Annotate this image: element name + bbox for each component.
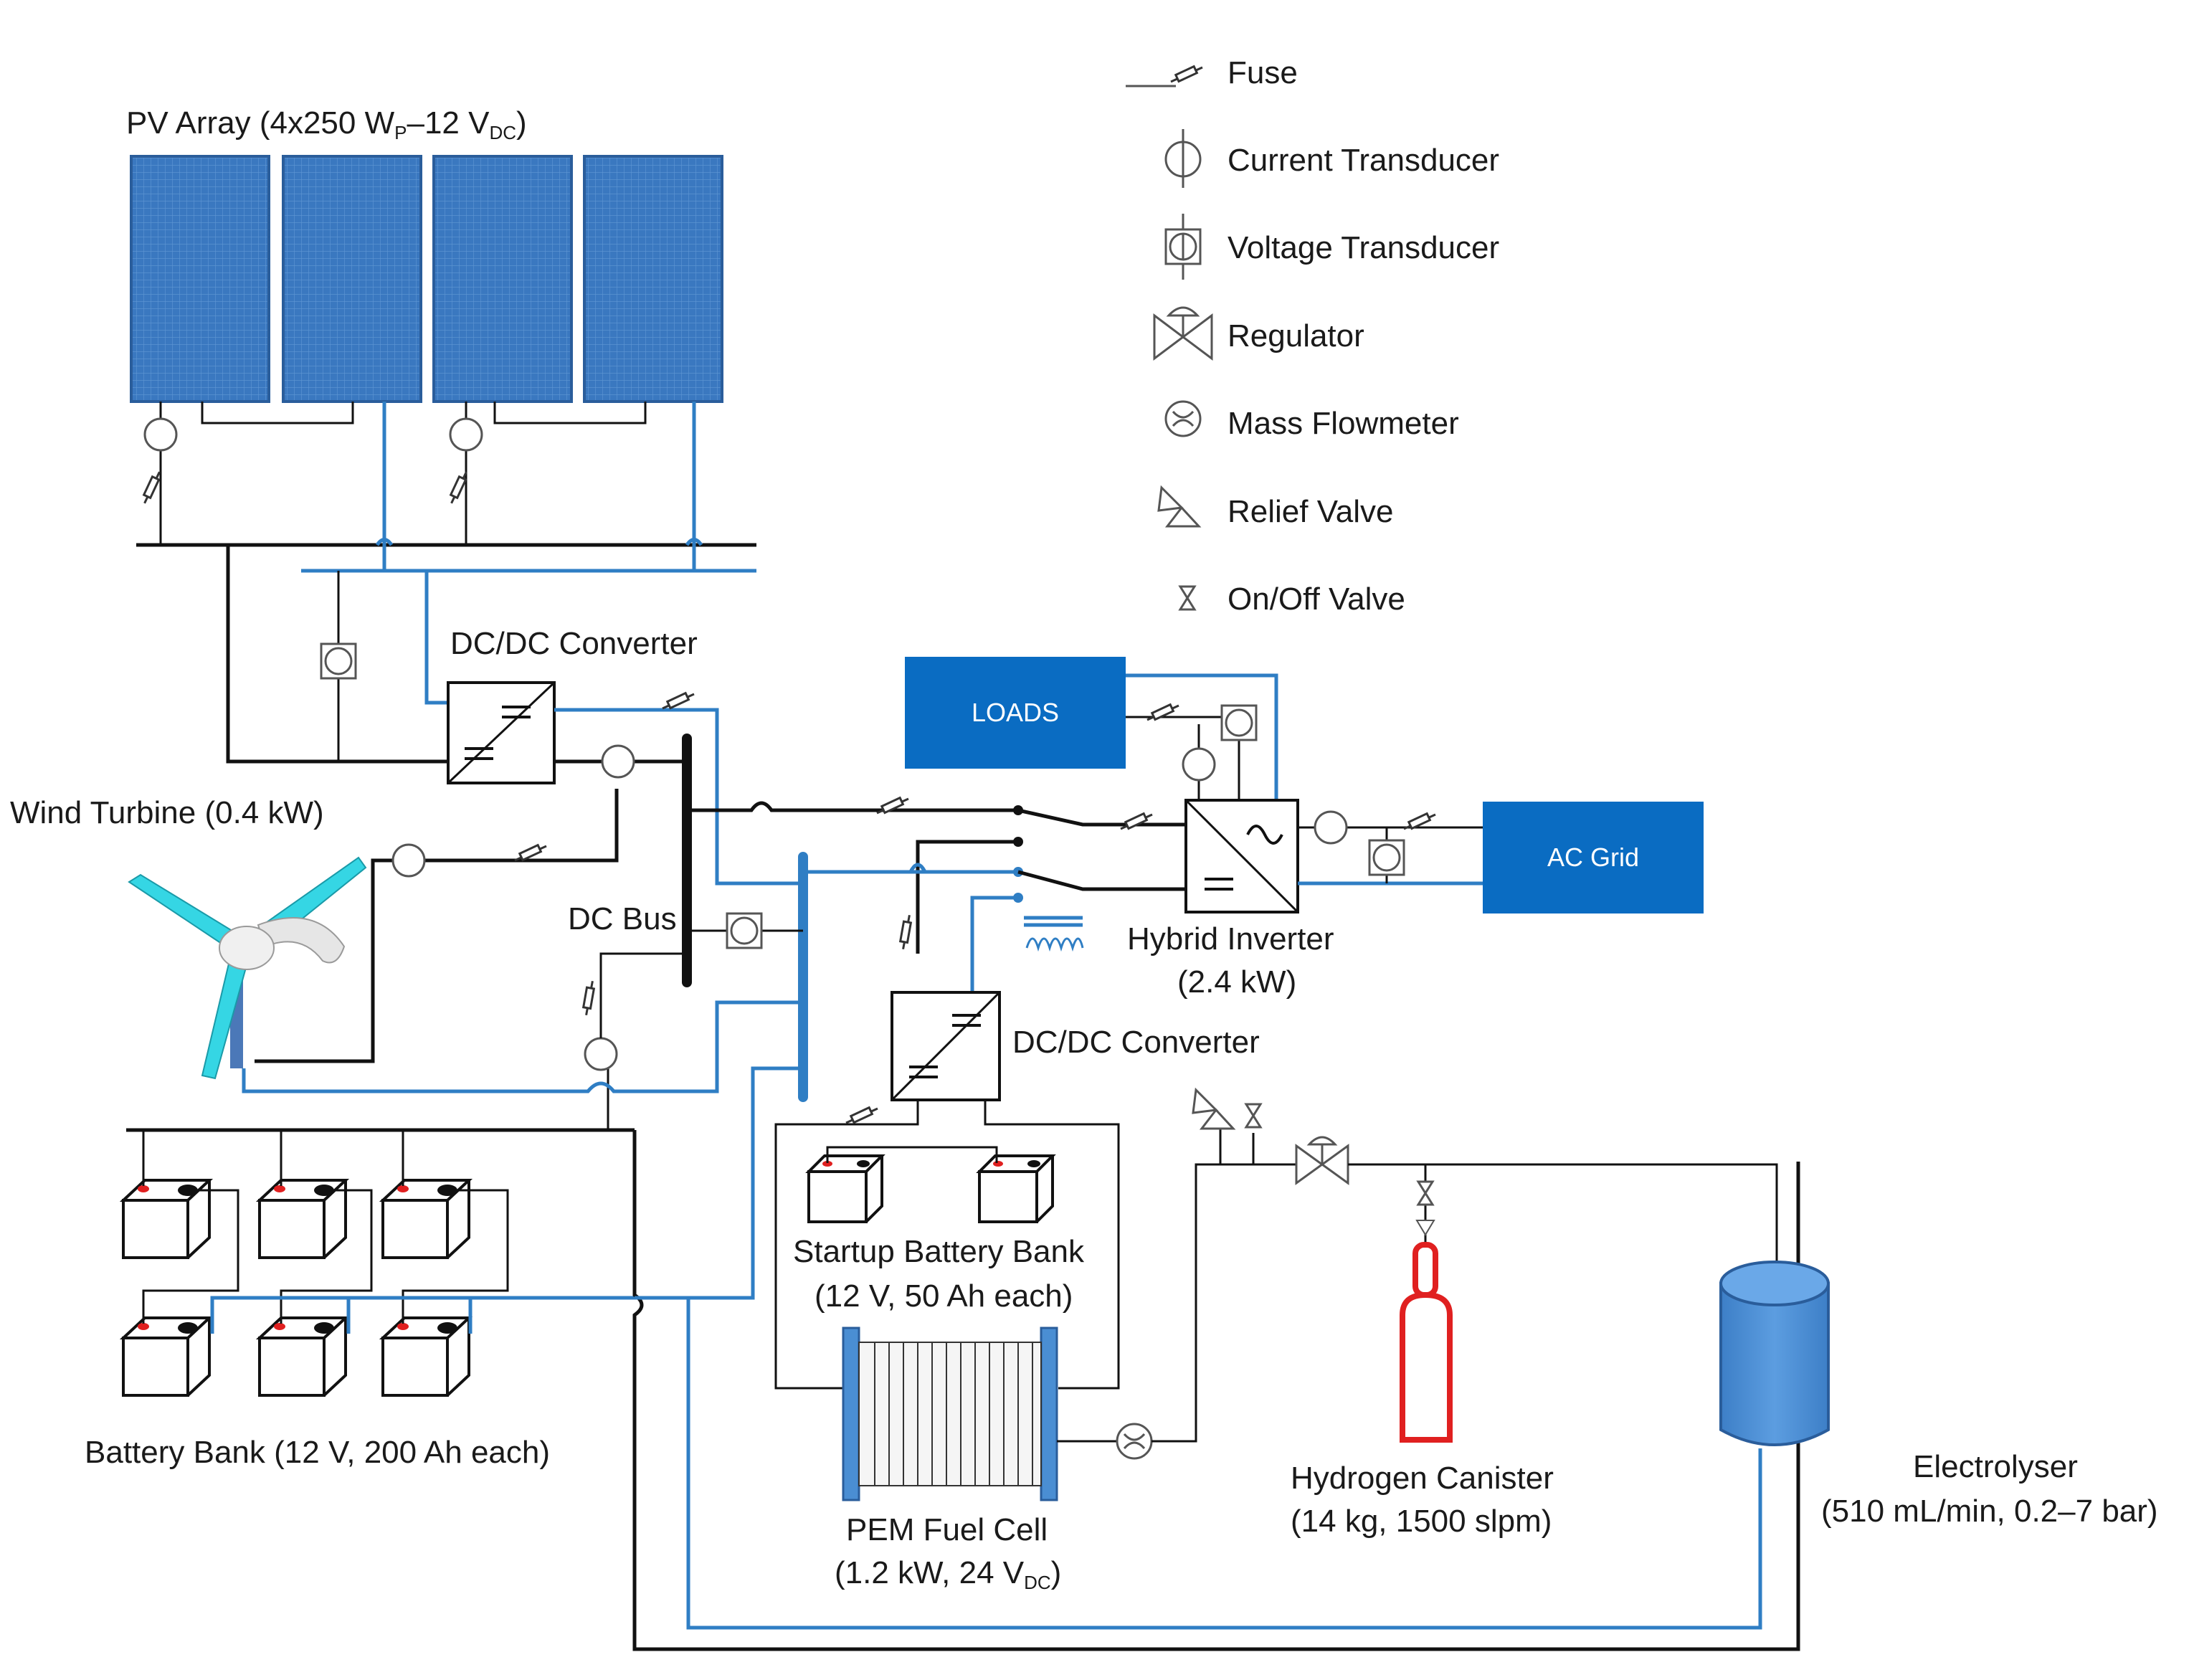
loads-label: LOADS — [972, 698, 1059, 727]
fuse-icon — [133, 470, 170, 505]
wind-turbine: Wind Turbine (0.4 kW) — [10, 795, 367, 1080]
pem-fuel-cell: PEM Fuel Cell (1.2 kW, 24 VDC) — [835, 1327, 1061, 1593]
hybrid-inverter: Hybrid Inverter (2.4 kW) — [1127, 799, 1334, 1000]
fuse-icon — [845, 1106, 879, 1124]
fuse-icon — [661, 692, 695, 710]
fuse-icon — [440, 470, 477, 505]
battery-4 — [122, 1316, 211, 1397]
battery-bank: Battery Bank (12 V, 200 Ah each) — [85, 1128, 635, 1470]
voltage-transducer-icon — [320, 642, 357, 680]
pv-panel-3 — [432, 155, 573, 403]
legend-relief-valve: Relief Valve — [1157, 485, 1394, 529]
current-transducer-icon — [143, 417, 178, 452]
electrolyser-line2: (510 mL/min, 0.2–7 bar) — [1821, 1494, 2158, 1529]
legend-onoff-valve-label: On/Off Valve — [1228, 582, 1405, 617]
electrolyser-line1: Electrolyser — [1913, 1449, 2078, 1484]
battery-2 — [258, 1179, 347, 1259]
hybrid-inverter-line2: (2.4 kW) — [1177, 964, 1296, 1000]
battery-bank-label: Battery Bank (12 V, 200 Ah each) — [85, 1435, 550, 1470]
pv-wiring — [133, 402, 756, 764]
loads-box: LOADS — [905, 657, 1126, 769]
pv-panel-4 — [583, 155, 723, 403]
current-transducer-icon — [1314, 810, 1348, 845]
legend-current-transducer: Current Transducer — [1164, 129, 1499, 188]
transformer-icon — [1024, 916, 1084, 952]
current-transducer-icon — [1182, 747, 1216, 782]
onoff-valve-icon — [1244, 1103, 1263, 1129]
hybrid-inverter-line1: Hybrid Inverter — [1127, 921, 1334, 957]
hydrogen-canister: Hydrogen Canister (14 kg, 1500 slpm) — [1291, 1242, 1554, 1539]
dc-bus-label: DC Bus — [568, 901, 677, 936]
legend-mass-flowmeter: Mass Flowmeter — [1164, 400, 1459, 441]
pv-array-label: PV Array (4x250 WP–12 VDC) — [126, 105, 527, 143]
regulator-icon — [1153, 306, 1213, 361]
dc-bus: DC Bus — [568, 734, 808, 1102]
startup-battery-bank: Startup Battery Bank (12 V, 50 Ah each) — [793, 1146, 1085, 1314]
legend-fuse: Fuse — [1126, 55, 1298, 90]
current-transducer-icon — [601, 744, 635, 779]
dcdc-converter-bottom: DC/DC Converter — [891, 991, 1260, 1101]
legend: Fuse Current Transducer Voltage Transduc… — [1126, 55, 1499, 617]
fuse-icon — [513, 844, 548, 862]
regulator-icon — [1295, 1136, 1349, 1185]
battery-5 — [258, 1316, 347, 1397]
legend-regulator: Regulator — [1153, 306, 1364, 361]
current-transducer-icon — [449, 417, 483, 452]
ac-grid-box: AC Grid — [1483, 802, 1704, 913]
relief-valve-icon — [1192, 1087, 1236, 1130]
current-transducer-icon — [391, 843, 426, 878]
pem-fuel-cell-line2: (1.2 kW, 24 VDC) — [835, 1555, 1061, 1593]
legend-onoff-valve: On/Off Valve — [1178, 582, 1405, 617]
relief-valve-icon — [1157, 485, 1202, 528]
legend-mass-flowmeter-label: Mass Flowmeter — [1228, 406, 1459, 441]
voltage-transducer-icon — [726, 912, 763, 949]
pem-fuel-cell-line1: PEM Fuel Cell — [846, 1512, 1048, 1547]
fuse-icon — [572, 979, 606, 1017]
current-transducer-icon — [584, 1037, 618, 1071]
startup-battery-1 — [807, 1154, 883, 1223]
legend-relief-valve-label: Relief Valve — [1228, 494, 1394, 529]
pv-panel-2 — [282, 155, 422, 403]
battery-3 — [381, 1179, 470, 1259]
ac-grid-label: AC Grid — [1547, 843, 1639, 872]
electrolyser: Electrolyser (510 mL/min, 0.2–7 bar) — [1719, 1261, 2158, 1529]
legend-fuse-label: Fuse — [1228, 55, 1298, 90]
pv-array: PV Array (4x250 WP–12 VDC) — [126, 105, 723, 424]
dcdc-top-label: DC/DC Converter — [450, 626, 698, 661]
voltage-transducer-icon — [1368, 839, 1405, 876]
startup-battery-2 — [978, 1154, 1054, 1223]
dcdc-converter-top: DC/DC Converter — [447, 626, 698, 784]
hydrogen-canister-line1: Hydrogen Canister — [1291, 1461, 1554, 1496]
startup-battery-line1: Startup Battery Bank — [793, 1234, 1085, 1269]
voltage-transducer-icon — [1220, 704, 1258, 741]
battery-6 — [381, 1316, 470, 1397]
battery-1 — [122, 1179, 211, 1259]
fuse-icon — [1119, 812, 1154, 830]
legend-voltage-transducer: Voltage Transducer — [1164, 214, 1499, 280]
onoff-valve-icon — [1416, 1180, 1435, 1206]
pv-panel-1 — [130, 155, 270, 403]
legend-voltage-transducer-label: Voltage Transducer — [1228, 230, 1499, 265]
dcdc-bottom-label: DC/DC Converter — [1012, 1025, 1260, 1060]
onoff-valve-icon — [1178, 585, 1197, 611]
wind-turbine-label: Wind Turbine (0.4 kW) — [10, 795, 324, 830]
mass-flowmeter-icon — [1164, 400, 1202, 437]
legend-current-transducer-label: Current Transducer — [1228, 143, 1499, 178]
mass-flowmeter-icon — [1116, 1423, 1153, 1460]
fuse-icon — [1169, 65, 1204, 83]
legend-regulator-label: Regulator — [1228, 318, 1364, 353]
hydrogen-canister-line2: (14 kg, 1500 slpm) — [1291, 1504, 1552, 1539]
startup-battery-line2: (12 V, 50 Ah each) — [815, 1278, 1073, 1314]
